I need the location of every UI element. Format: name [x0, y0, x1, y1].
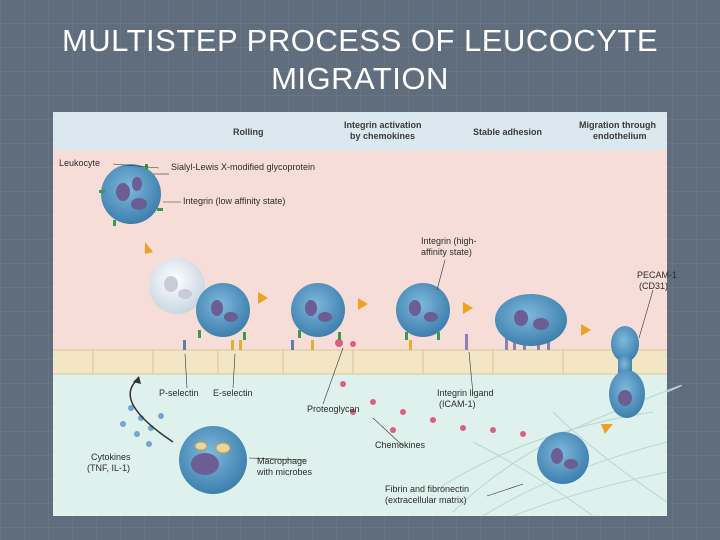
label-cytokines-2: (TNF, IL-1) [87, 463, 131, 473]
header-integrin-activation-1: Integrin activation [344, 120, 422, 130]
label-macrophage-1: Macrophage [257, 456, 308, 466]
label-integrin-high-1: Integrin (high- [421, 236, 477, 246]
header-band [53, 112, 667, 150]
movement-arrows [145, 242, 613, 434]
label-integrin-ligand-1: Integrin ligand [437, 388, 494, 398]
label-chemokines: Chemokines [375, 440, 426, 450]
macrophage [179, 426, 247, 494]
leukocyte-activated [396, 283, 450, 340]
header-integrin-activation-2: by chemokines [350, 131, 416, 141]
leukocyte-rolling-2 [291, 283, 345, 340]
leukocyte-transmigrating [609, 326, 645, 418]
cytokine-particles [120, 405, 164, 447]
label-p-selectin: P-selectin [159, 388, 199, 398]
header-rolling: Rolling [233, 127, 264, 137]
fibrin-matrix [432, 384, 682, 517]
label-macrophage-2: with microbes [257, 467, 313, 477]
leukocyte-free [99, 164, 163, 226]
label-fibrin-1: Fibrin and fibronectin [385, 484, 470, 494]
leukocyte-ghost [149, 258, 205, 314]
header-stable-adhesion: Stable adhesion [473, 127, 543, 137]
label-proteoglycan: Proteoglycan [307, 404, 360, 414]
label-cytokines-1: Cytokines [91, 452, 131, 462]
diagram-canvas [53, 112, 682, 517]
cytokine-arrow [129, 379, 174, 443]
label-integrin-high-2: affinity state) [421, 247, 472, 257]
title-line-2: MIGRATION [271, 61, 449, 96]
header-migration-1: Migration through [579, 120, 656, 130]
label-fibrin-2: (extracellular matrix) [385, 495, 467, 505]
label-leukocyte: Leukocyte [59, 158, 101, 168]
slide-title: MULTISTEP PROCESS OF LEUCOCYTE MIGRATION [40, 22, 680, 98]
endothelium-layer [53, 350, 667, 374]
label-pecam-1: PECAM-1 [637, 270, 678, 280]
label-e-selectin: E-selectin [213, 388, 253, 398]
chemokine-particles [340, 381, 526, 437]
leukocyte-rolling-1 [196, 283, 250, 340]
title-line-1: MULTISTEP PROCESS OF LEUCOCYTE [61, 23, 659, 58]
leucocyte-migration-figure: Rolling Integrin activation by chemokine… [53, 112, 682, 517]
label-integrin-low: Integrin (low affinity state) [183, 196, 286, 206]
leukocyte-in-tissue [537, 432, 589, 484]
leader-lines [112, 163, 654, 497]
label-pecam-2: (CD31) [639, 281, 669, 291]
label-sialyl-lewis: Sialyl-Lewis X-modified glycoprotein [171, 162, 316, 172]
cytokine-arrowhead [133, 376, 141, 384]
leukocyte-adherent [495, 294, 567, 346]
endothelial-cells [53, 349, 667, 375]
label-integrin-ligand-2: (ICAM-1) [439, 399, 476, 409]
header-migration-2: endothelium [593, 131, 647, 141]
